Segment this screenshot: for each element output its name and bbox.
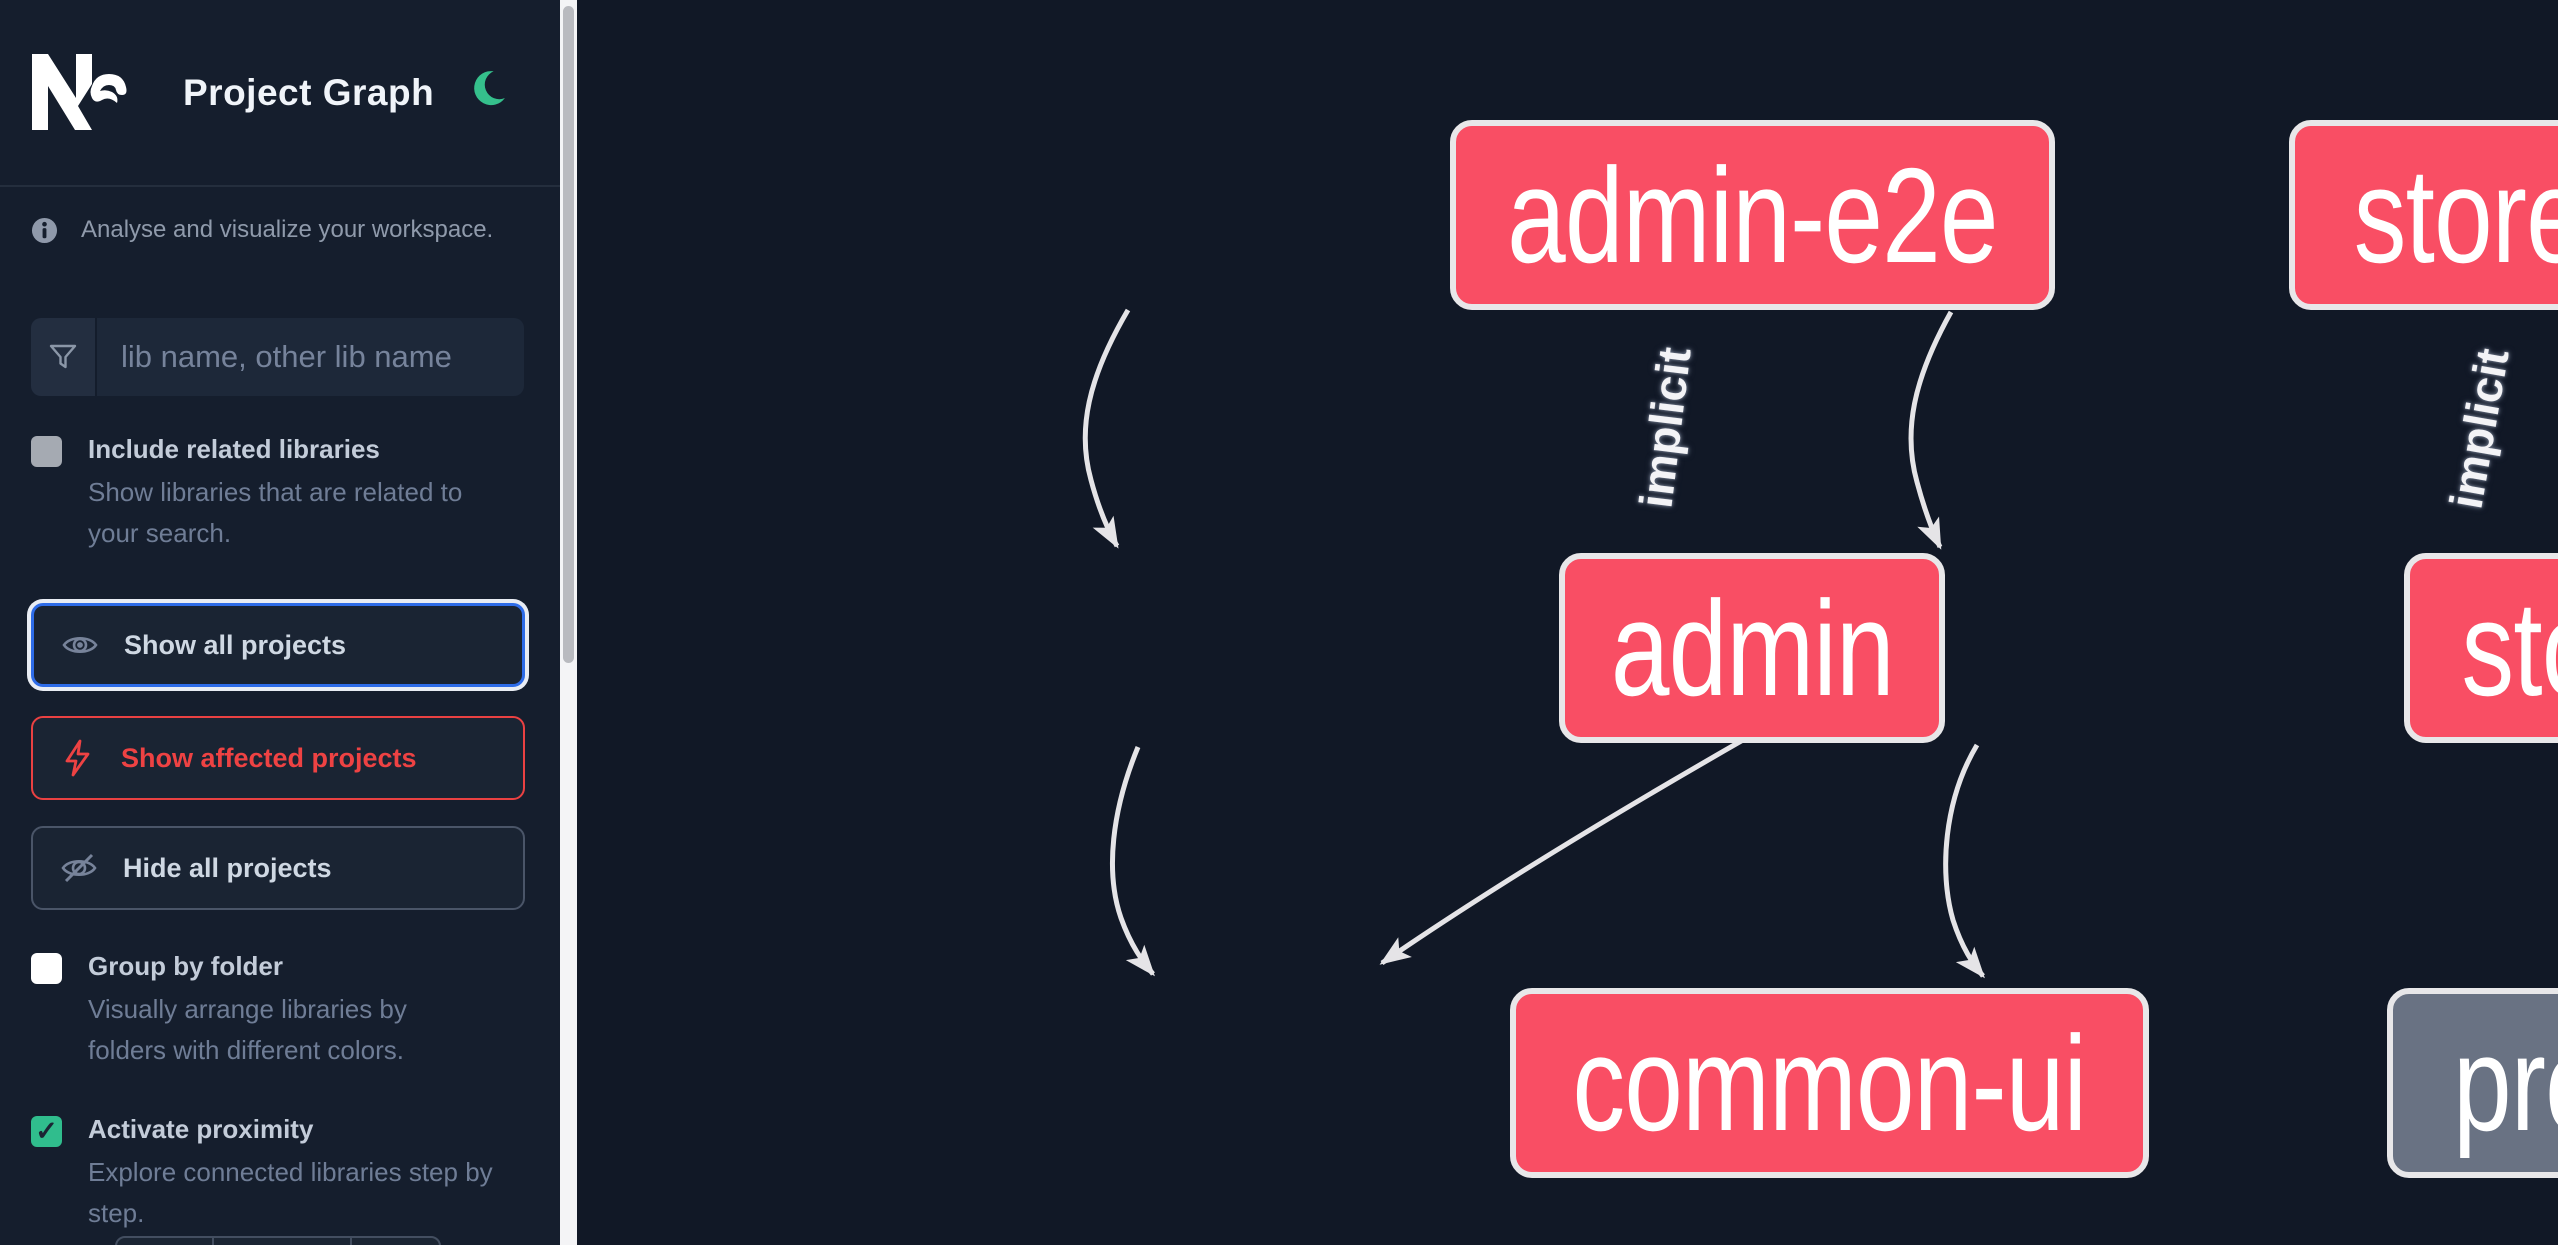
node-store-e2e[interactable]: store-e2e: [2289, 120, 2558, 310]
checkbox-activate-proximity[interactable]: ✓: [31, 1116, 62, 1147]
node-common-ui[interactable]: common-ui: [1510, 988, 2149, 1178]
edge-admin-e2e-admin[interactable]: [1082, 308, 1131, 549]
show-all-projects-button[interactable]: Show all projects: [31, 603, 525, 687]
tagline-row: Analyse and visualize your workspace.: [31, 216, 493, 244]
node-label: store-e2e: [2354, 139, 2558, 291]
eye-off-icon: [61, 850, 97, 886]
node-admin[interactable]: admin: [1559, 553, 1945, 743]
stepper-value: [212, 1238, 350, 1245]
show-all-projects-label: Show all projects: [124, 629, 347, 660]
filter-funnel-icon: [49, 344, 77, 369]
node-label: products: [2453, 1007, 2558, 1159]
node-label: store: [2461, 572, 2558, 724]
sidebar-scrollbar-thumb[interactable]: [563, 6, 574, 663]
node-label: admin: [1610, 572, 1895, 724]
option-description: Visually arrange libraries by folders wi…: [88, 994, 407, 1065]
show-affected-projects-label: Show affected projects: [121, 742, 417, 773]
proximity-stepper[interactable]: [115, 1236, 441, 1245]
option-description: Show libraries that are related to your …: [88, 477, 463, 548]
edge-store-e2e-store[interactable]: [1908, 310, 1954, 550]
show-affected-projects-button[interactable]: Show affected projects: [31, 716, 525, 800]
sidebar-header: Project Graph: [0, 0, 560, 187]
stepper-decrement[interactable]: [117, 1238, 212, 1245]
search-icon-cell: [31, 318, 97, 396]
lightning-icon: [61, 739, 95, 777]
edge-admin-common-ui[interactable]: [1109, 746, 1155, 977]
checkbox-include-related[interactable]: [31, 436, 62, 467]
theme-toggle-button[interactable]: [466, 66, 514, 114]
node-store[interactable]: store: [2404, 553, 2558, 743]
hide-all-projects-label: Hide all projects: [123, 852, 332, 883]
hide-all-projects-button[interactable]: Hide all projects: [31, 826, 525, 910]
tagline-text: Analyse and visualize your workspace.: [81, 216, 494, 243]
option-label: Activate proximity: [88, 1114, 314, 1144]
search-box: [31, 318, 524, 396]
sidebar: Project Graph Analyse and visualize your…: [0, 0, 560, 1245]
sidebar-scrollbar[interactable]: [560, 0, 577, 1245]
graph-canvas[interactable]: implicit implicit admin-e2e store-e2e ad…: [577, 0, 2558, 1245]
check-icon: ✓: [35, 1116, 58, 1146]
stepper-increment[interactable]: [350, 1238, 439, 1245]
option-description: Explore connected libraries step by step…: [88, 1157, 493, 1228]
moon-icon: [474, 70, 505, 105]
node-label: admin-e2e: [1507, 139, 1998, 291]
info-icon: [31, 217, 58, 243]
eye-icon: [62, 627, 98, 663]
edge-store-products[interactable]: [1943, 743, 1985, 979]
checkbox-group-by-folder[interactable]: [31, 953, 62, 984]
node-label: common-ui: [1572, 1007, 2088, 1159]
search-input[interactable]: [97, 318, 524, 396]
option-label: Include related libraries: [88, 434, 380, 464]
node-admin-e2e[interactable]: admin-e2e: [1450, 120, 2055, 310]
nx-logo-icon: [32, 54, 127, 130]
node-products[interactable]: products: [2387, 988, 2558, 1178]
option-label: Group by folder: [88, 951, 283, 981]
page-title: Project Graph: [183, 72, 435, 113]
